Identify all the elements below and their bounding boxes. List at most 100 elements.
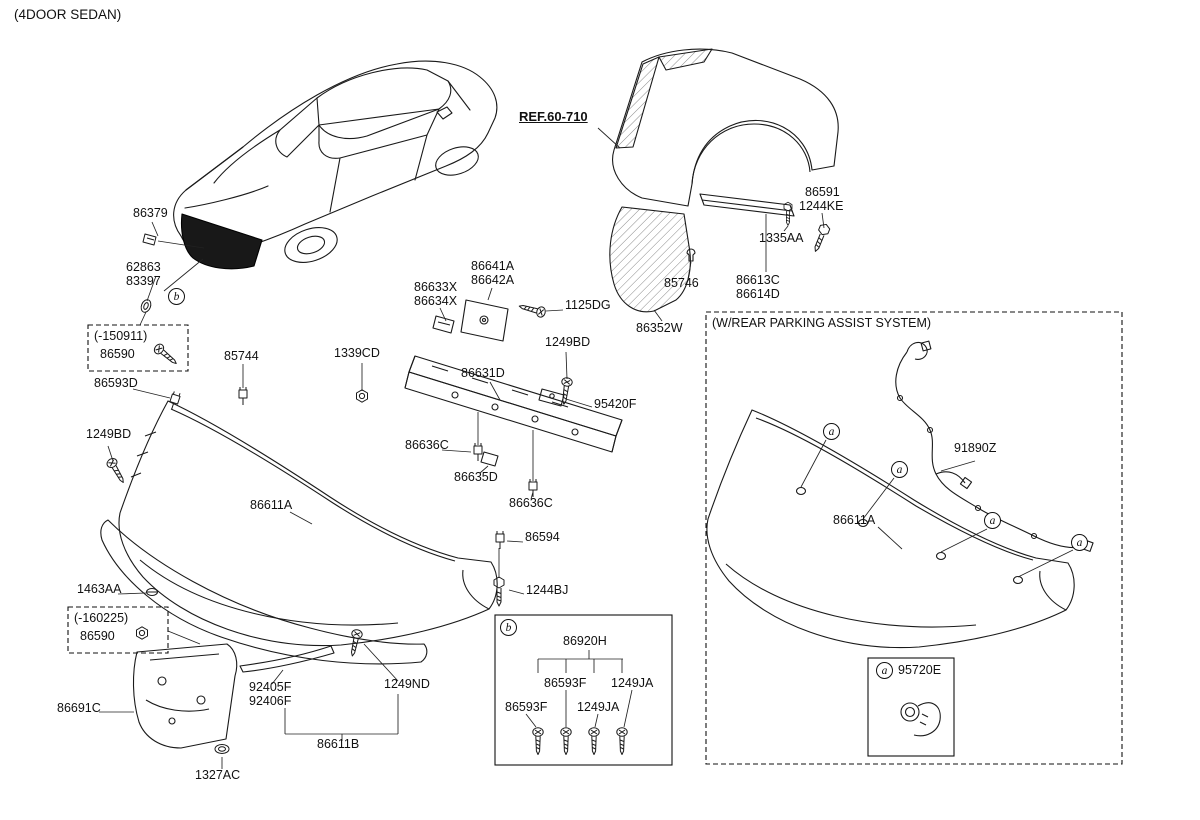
callout-92406F[interactable]: 92406F [249, 694, 292, 708]
rivet-icon [686, 248, 696, 262]
callout-83397[interactable]: 83397 [126, 274, 161, 288]
early-production-box [87, 324, 189, 372]
clip-icon [473, 442, 483, 462]
sensor-hole [795, 486, 807, 496]
callout-86633X[interactable]: 86633X [414, 280, 458, 294]
beam-bracket [432, 315, 455, 334]
marker-a-2: a [891, 461, 908, 478]
bolt-icon [810, 222, 832, 254]
marker-a-1: a [823, 423, 840, 440]
bolt-icon [493, 576, 505, 607]
bumper-clip-icon [142, 233, 157, 246]
callout-1335AA[interactable]: 1335AA [759, 231, 804, 245]
nut-icon [136, 626, 148, 640]
callout-86611B[interactable]: 86611B [317, 737, 360, 751]
fender-illustration [609, 48, 839, 313]
callout-95720E[interactable]: 95720E [898, 663, 942, 677]
late-production-box [67, 606, 169, 654]
lower-valance [100, 519, 428, 665]
screw-icon [151, 341, 181, 368]
crash-pad [460, 299, 509, 342]
callout-86642A[interactable]: 86642A [471, 273, 515, 287]
callout-1249BD-a[interactable]: 1249BD [86, 427, 132, 441]
callout-86593F-a[interactable]: 86593F [544, 676, 587, 690]
group-boxes [67, 311, 1123, 766]
car-illustration [173, 60, 498, 270]
screw-icon [532, 727, 544, 755]
callout-91890Z[interactable]: 91890Z [954, 441, 997, 455]
side-bracket [538, 388, 565, 407]
callout-86611A[interactable]: 86611A [250, 498, 293, 512]
clip-icon [528, 478, 538, 498]
screw-icon [517, 300, 547, 319]
callout-86611A-park[interactable]: 86611A [833, 513, 876, 527]
screw-icon [616, 727, 628, 755]
sensor-box [867, 657, 955, 757]
callout-86691C[interactable]: 86691C [57, 701, 101, 715]
screw-icon [588, 727, 600, 755]
callout-92405F[interactable]: 92405F [249, 680, 292, 694]
sensor-hole [935, 551, 947, 561]
callout-1327AC[interactable]: 1327AC [195, 768, 241, 782]
ref-link[interactable]: REF.60-710 [519, 109, 588, 124]
early-range-note: (-150911) [94, 329, 148, 343]
wheelhouse-inner-panel [609, 206, 691, 313]
lower-bracket [480, 451, 499, 467]
callout-86352W[interactable]: 86352W [636, 321, 683, 335]
callout-85746[interactable]: 85746 [664, 276, 699, 290]
rear-bumper-highlight [180, 213, 263, 270]
callout-1463AA[interactable]: 1463AA [77, 582, 122, 596]
callout-86614D[interactable]: 86614D [736, 287, 780, 301]
marker-a-sensor: a [876, 662, 893, 679]
callout-86634X[interactable]: 86634X [414, 294, 458, 308]
parking-assist-box [705, 311, 1123, 765]
callout-86594[interactable]: 86594 [525, 530, 560, 544]
clip-icon [495, 530, 505, 550]
callout-1249JA-a[interactable]: 1249JA [611, 676, 654, 690]
callout-86613C[interactable]: 86613C [736, 273, 780, 287]
callout-1249ND[interactable]: 1249ND [384, 677, 430, 691]
under-cover [132, 643, 238, 749]
callout-62863[interactable]: 62863 [126, 260, 161, 274]
callout-86636C-b[interactable]: 86636C [509, 496, 553, 510]
marker-a-4: a [1071, 534, 1088, 551]
callout-86635D[interactable]: 86635D [454, 470, 498, 484]
screw-icon [560, 727, 572, 755]
hardware-kit-box [494, 614, 673, 766]
clip-icon [238, 386, 248, 406]
callout-1244BJ[interactable]: 1244BJ [526, 583, 569, 597]
callout-1249BD-b[interactable]: 1249BD [545, 335, 591, 349]
callout-86591[interactable]: 86591 [805, 185, 840, 199]
callout-86593F-b[interactable]: 86593F [505, 700, 548, 714]
callout-86590-a[interactable]: 86590 [100, 347, 135, 361]
callout-86641A[interactable]: 86641A [471, 259, 515, 273]
callout-95420F[interactable]: 95420F [594, 397, 637, 411]
callout-86593D[interactable]: 86593D [94, 376, 138, 390]
marker-b-car: b [168, 288, 185, 305]
sensor-hole [1012, 575, 1024, 585]
callout-86631D[interactable]: 86631D [461, 366, 505, 380]
callout-1339CD[interactable]: 1339CD [334, 346, 380, 360]
clip-icon [146, 588, 158, 596]
callout-85744[interactable]: 85744 [224, 349, 259, 363]
sensor-hole [857, 518, 869, 528]
callout-86379[interactable]: 86379 [133, 206, 168, 220]
marker-a-3: a [984, 512, 1001, 529]
callout-86920H[interactable]: 86920H [563, 634, 607, 648]
callout-86590-b[interactable]: 86590 [80, 629, 115, 643]
parking-sensor-icon [900, 702, 941, 737]
callout-1244KE[interactable]: 1244KE [799, 199, 844, 213]
clip-icon [167, 390, 182, 412]
rear-bumper-art [100, 400, 498, 749]
fastener-icons [104, 201, 832, 755]
callout-86636C-a[interactable]: 86636C [405, 438, 449, 452]
screw-icon [104, 456, 129, 486]
callout-1249JA-b[interactable]: 1249JA [577, 700, 620, 714]
trim-strip [239, 645, 335, 673]
callout-1125DG[interactable]: 1125DG [565, 298, 611, 312]
late-range-note: (-160225) [74, 611, 129, 625]
bumper-beam-art [404, 299, 623, 467]
grommet-icon [140, 299, 152, 313]
